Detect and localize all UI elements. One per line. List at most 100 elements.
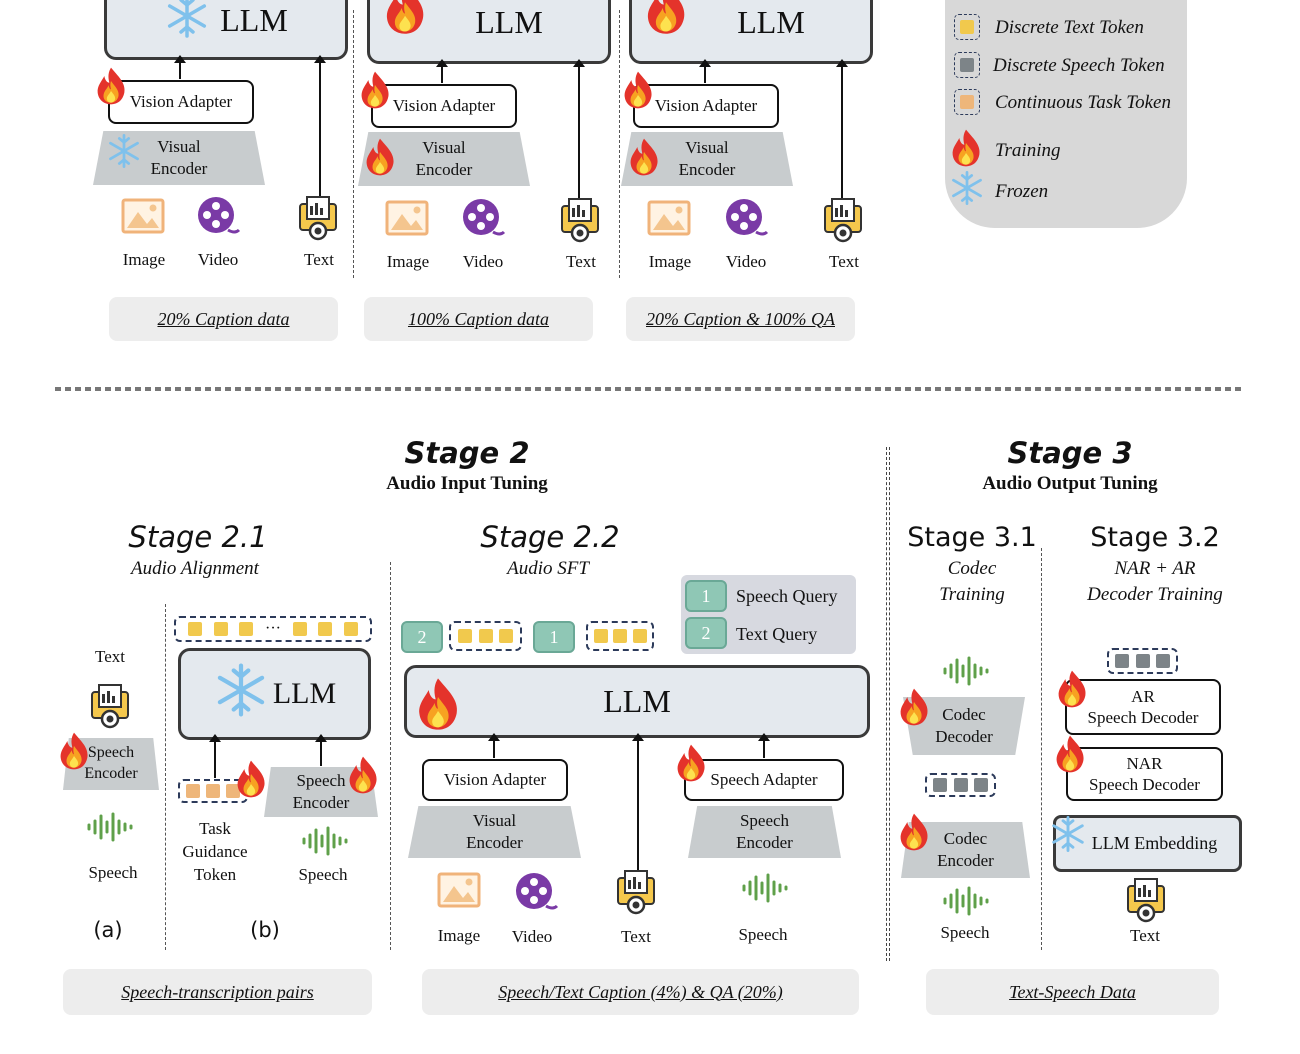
divider [390,562,391,950]
image-label: Image [437,926,481,945]
speech-waveform-icon [85,812,135,842]
query1-badge: 1 [685,580,727,612]
visual-encoder: Visual Encoder [408,806,581,858]
speech-label: Speech [88,863,138,882]
fire-icon [1055,669,1089,709]
text-label: Text [621,927,651,946]
ar-speech-decoder: AR Speech Decoder [1065,679,1221,735]
speech-waveform-icon [740,873,790,903]
visual-encoder: Visual Encoder [621,132,793,186]
legend [945,0,1187,228]
arrow [632,733,644,878]
stage21-subtitle: Audio Alignment [131,558,259,579]
video-icon [460,196,506,242]
text-document-icon [296,194,340,242]
vision-adapter: Vision Adapter [633,84,779,128]
caption-stage21: Speech-transcription pairs [63,969,372,1015]
llm-box: LLM [404,665,870,738]
text-document-icon [558,196,602,244]
divider [1041,548,1042,950]
text-label: Text [1130,926,1160,945]
llm-label: LLM [220,1,288,38]
image-label: Image [648,252,692,271]
text-document-icon [1124,876,1168,924]
fire-icon [363,137,397,177]
video-icon [195,194,241,240]
image-label: Image [386,252,430,271]
llm-box: LLM [104,0,348,60]
snowflake-icon [213,662,269,726]
fire-icon [621,70,655,110]
caption-stage3: Text-Speech Data [926,969,1219,1015]
text-token-row: ··· [174,616,372,642]
text-document-icon [614,868,658,916]
legend-speech-token: Discrete Speech Token [993,55,1165,76]
stage31-subtitle: Codec Training [939,558,1005,605]
llm-embedding: LLM Embedding [1053,815,1242,872]
stage3-title: Stage 3 [1007,436,1133,470]
arrow [436,59,448,83]
fire-icon [627,137,661,177]
speech-waveform-icon [941,886,991,916]
stage21-title: Stage 2.1 [128,520,268,554]
arrow [209,734,221,778]
fire-icon [358,70,392,110]
fire-icon [382,0,428,36]
text-label: Text [829,252,859,271]
caption-stage1b: 100% Caption data [364,297,593,341]
speech-token-row [925,773,996,797]
speech-label: Speech [940,923,990,942]
video-label: Video [725,252,767,271]
snowflake-icon [164,0,210,47]
text-document-icon [88,682,132,730]
llm-box: LLM [178,648,371,740]
arrow [836,59,848,200]
text-token-swatch [954,14,980,40]
fire-icon [346,755,380,795]
text-label: Text [304,250,334,269]
vision-adapter: Vision Adapter [108,80,254,124]
fire-icon [234,759,268,799]
divider [619,10,620,278]
query1-badge: 1 [533,621,575,653]
legend-task-token: Continuous Task Token [995,92,1171,113]
caption-stage1c: 20% Caption & 100% QA [626,297,855,341]
fire-icon [643,0,689,36]
fire-icon [414,676,462,732]
text-query-label: Text Query [736,624,818,644]
task-token-swatch [954,89,980,115]
snowflake-icon [949,170,985,206]
video-label: Video [511,927,553,946]
snowflake-icon [1049,815,1087,853]
section-separator [55,387,1241,391]
video-label: Video [462,252,504,271]
fire-icon [897,812,931,852]
arrow [758,733,770,758]
vision-adapter: Vision Adapter [422,759,568,801]
stage22-subtitle: Audio SFT [507,558,589,579]
text-document-icon [821,196,865,244]
caption-stage22: Speech/Text Caption (4%) & QA (20%) [422,969,859,1015]
speech-label: Speech [738,925,788,944]
image-icon [385,200,429,236]
video-icon [723,196,769,242]
arrow [573,59,585,200]
arrow [174,55,186,79]
arrow [314,55,326,200]
part-b-label: (b) [250,918,280,942]
text-label: Text [566,252,596,271]
stage31-title: Stage 3.1 [907,522,1037,553]
text-label: Text [95,647,125,666]
nar-speech-decoder: NAR Speech Decoder [1066,747,1223,801]
image-icon [647,200,691,236]
speech-token-swatch [954,52,980,78]
fire-icon [57,731,91,771]
stage-divider [886,447,890,961]
stage2-subtitle: Audio Input Tuning [386,473,548,494]
divider [353,10,354,278]
vision-adapter: Vision Adapter [371,84,517,128]
stage32-subtitle: NAR + AR Decoder Training [1087,558,1223,605]
legend-training: Training [995,140,1061,161]
arrow [699,59,711,83]
